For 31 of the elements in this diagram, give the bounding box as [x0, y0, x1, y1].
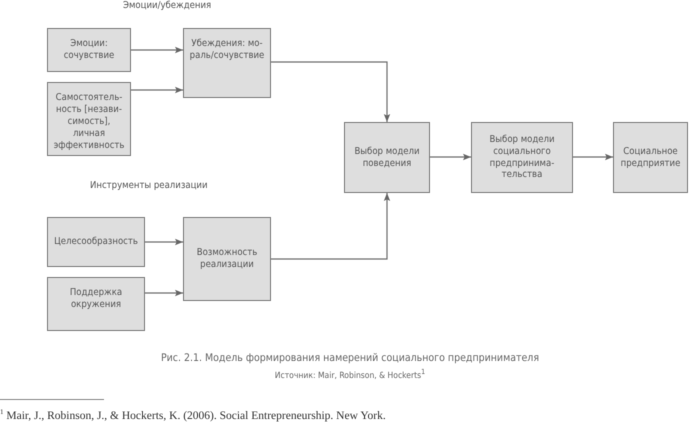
- box-text: Выбор модели поведения: [353, 146, 421, 170]
- box-text: Целесообразность: [54, 236, 138, 248]
- arrow: [131, 86, 183, 94]
- process-box: [471, 122, 573, 193]
- process-box: [47, 217, 145, 267]
- process-box: [47, 82, 131, 156]
- source-note: Источник: Mair, Robinson, & Hockerts$^{1}$: [274, 370, 426, 381]
- group-heading: Инструменты реализации: [90, 180, 208, 191]
- figure-caption: Рис. 2.1. Модель формирования намерений социального предпринимателя: [160, 352, 540, 364]
- box-text: Самостоятель- ность [незави- симость], личная эффективность: [52, 92, 126, 152]
- arrow: [145, 290, 183, 296]
- box-text: Выбор модели социального предпринима- тельства: [488, 134, 556, 182]
- process-box: [47, 28, 131, 72]
- process-box: [47, 277, 145, 331]
- footnote: $^{1}$ Mair, J., Robinson, J., & Hockerts, K. (2006). Social Entrepreneurship. New York.: [0, 410, 386, 422]
- process-box: [183, 28, 271, 98]
- arrow: [430, 154, 471, 160]
- arrow: [271, 193, 390, 260]
- process-box: [183, 217, 271, 301]
- group-heading: Эмоции/убеждения: [123, 0, 212, 11]
- process-box: [344, 122, 430, 193]
- arrow: [145, 238, 183, 246]
- box-text: Поддержка окружения: [68, 287, 124, 311]
- arrow: [271, 61, 390, 122]
- box-text: Социальное предприятие: [620, 146, 682, 170]
- box-text: Убеждения: мо- раль/сочувствие: [188, 38, 266, 62]
- process-box: [613, 122, 688, 193]
- box-text: Возможность реализации: [196, 247, 258, 271]
- arrow: [131, 46, 183, 54]
- arrow: [573, 154, 613, 160]
- box-text: Эмоции: сочувствие: [62, 38, 116, 62]
